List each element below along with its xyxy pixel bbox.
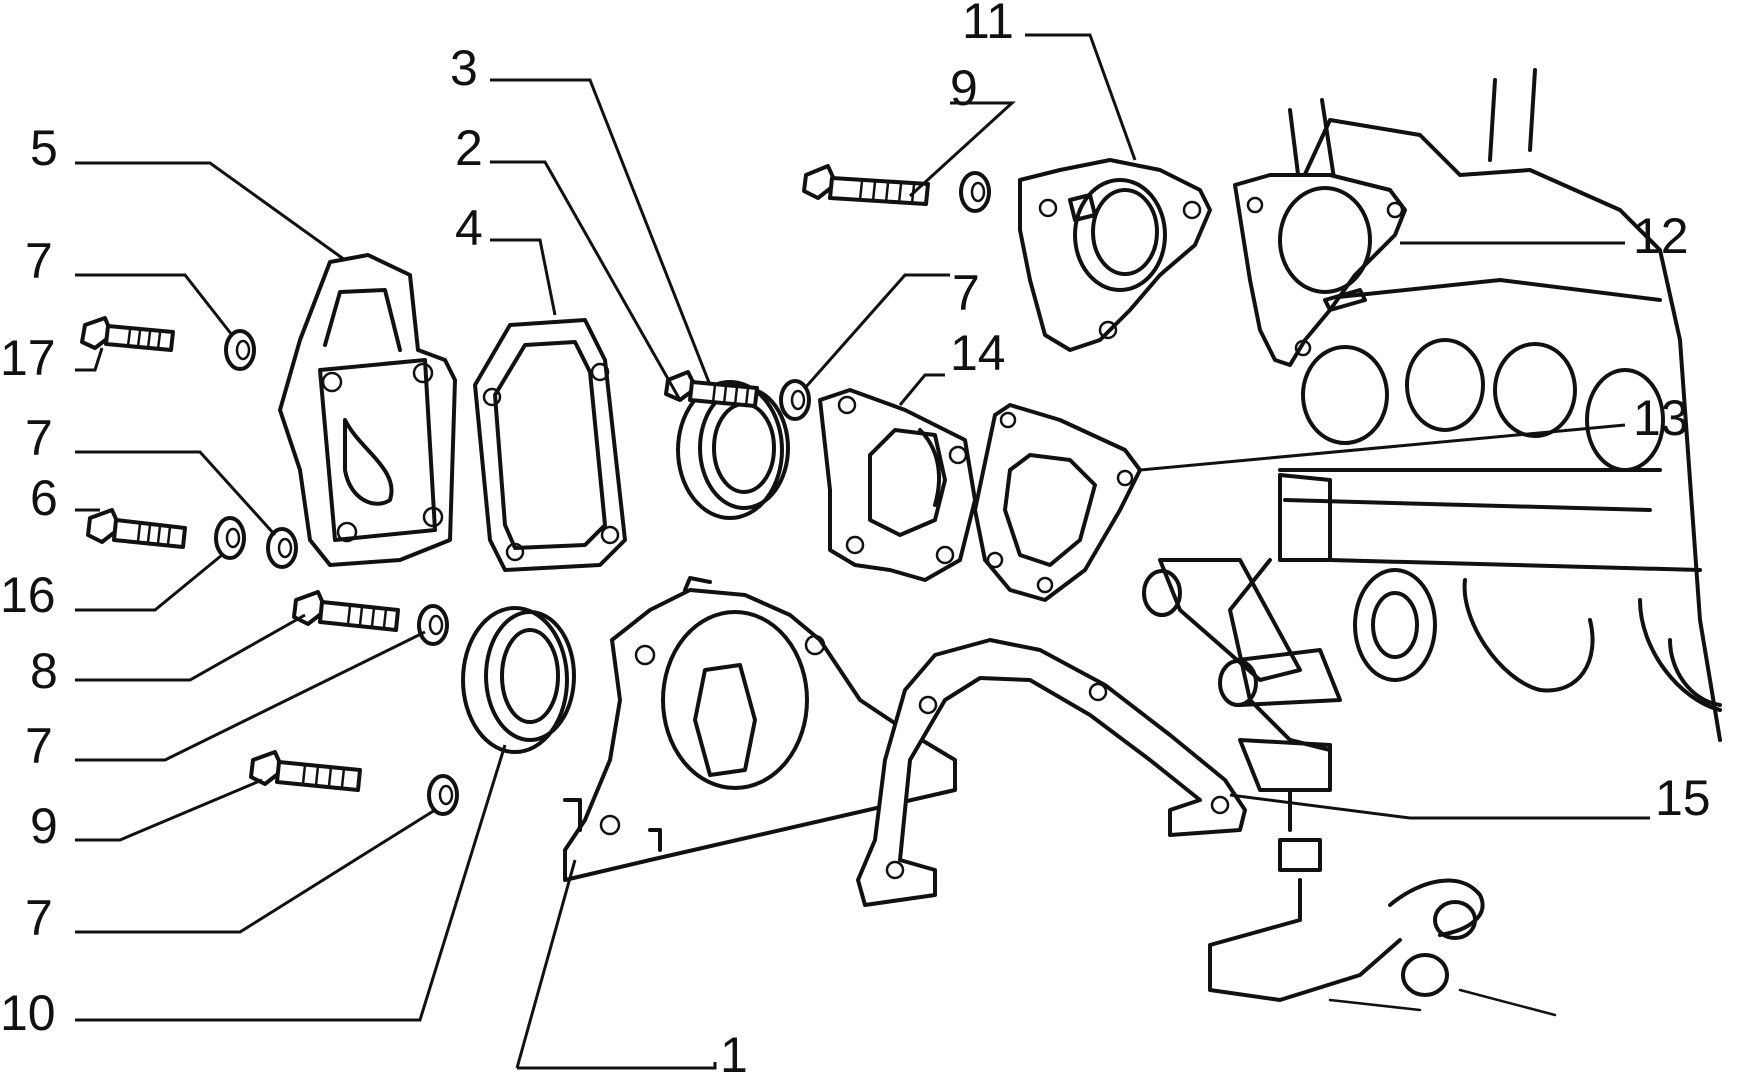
leader-lines — [75, 33, 1650, 1070]
callout-10: 10 — [0, 985, 56, 1041]
callout-3: 3 — [450, 40, 478, 96]
housing-cover-part-14 — [818, 388, 977, 582]
callout-11: 11 — [962, 0, 1014, 49]
callout-7-d: 7 — [25, 890, 53, 946]
leader-16 — [75, 553, 223, 612]
bearing-cover-part-1 — [563, 576, 957, 882]
callout-1: 1 — [720, 1027, 748, 1072]
callout-15: 15 — [1655, 770, 1711, 826]
bolt-part-6 — [86, 508, 187, 549]
bolt-part-17 — [80, 316, 175, 352]
callout-5: 5 — [30, 120, 58, 176]
callout-17: 17 — [0, 330, 56, 386]
leader-7c — [75, 630, 426, 762]
oil-seal-part-10 — [461, 606, 576, 754]
washer-part-7-b — [266, 527, 298, 569]
bolt-part-9-upper — [802, 164, 930, 206]
leader-17 — [75, 347, 104, 372]
callout-14: 14 — [950, 325, 1006, 381]
leader-3 — [490, 78, 712, 386]
washer-part-16 — [214, 516, 246, 560]
washer-part-7-a — [224, 329, 256, 371]
leader-13 — [1139, 423, 1626, 472]
callout-7-b: 7 — [25, 410, 53, 466]
callout-13: 13 — [1633, 390, 1689, 446]
leader-9b — [908, 101, 1016, 198]
leader-14 — [898, 373, 945, 406]
leader-11 — [1025, 33, 1137, 161]
leader-7e — [803, 273, 950, 389]
callout-6: 6 — [30, 470, 58, 526]
housing-part-11 — [1018, 158, 1212, 352]
washer-part-9-top — [959, 171, 991, 213]
front-cover-part-5 — [278, 253, 457, 567]
gasket-part-12 — [1233, 173, 1407, 367]
leader-2 — [490, 160, 682, 401]
bracket-part-15 — [856, 638, 1247, 907]
callout-9-a: 9 — [30, 798, 58, 854]
leader-10 — [75, 744, 507, 1022]
gasket-part-13 — [973, 403, 1142, 602]
leader-7d — [75, 808, 436, 934]
bolt-part-9-lower — [249, 750, 362, 792]
leader-15 — [1229, 793, 1650, 820]
callout-4: 4 — [455, 200, 483, 256]
gasket-part-4 — [473, 318, 627, 572]
bolt-part-3 — [664, 370, 759, 408]
callout-8: 8 — [30, 643, 58, 699]
callout-7-e: 7 — [952, 265, 980, 321]
callout-7-c: 7 — [25, 718, 53, 774]
leader-1 — [515, 859, 717, 1070]
callouts: 5 7 17 7 6 16 8 7 9 7 10 1 3 2 4 9 11 12… — [0, 0, 1711, 1072]
bolt-part-8 — [292, 590, 400, 632]
leader-7a — [75, 273, 234, 336]
callout-16: 16 — [0, 567, 56, 623]
leader-8 — [75, 613, 306, 682]
callout-7-a: 7 — [25, 233, 53, 289]
callout-12: 12 — [1633, 208, 1689, 264]
washer-part-7-c — [417, 604, 449, 646]
leader-7b — [75, 450, 277, 537]
washer-part-7-d — [427, 774, 459, 816]
washer-part-7-e — [779, 379, 811, 421]
leader-9a — [75, 778, 263, 842]
leader-5 — [75, 161, 346, 262]
callout-2: 2 — [455, 120, 483, 176]
leader-4 — [490, 238, 557, 316]
engine-block — [1142, 68, 1722, 1017]
callout-9-b: 9 — [950, 60, 978, 116]
